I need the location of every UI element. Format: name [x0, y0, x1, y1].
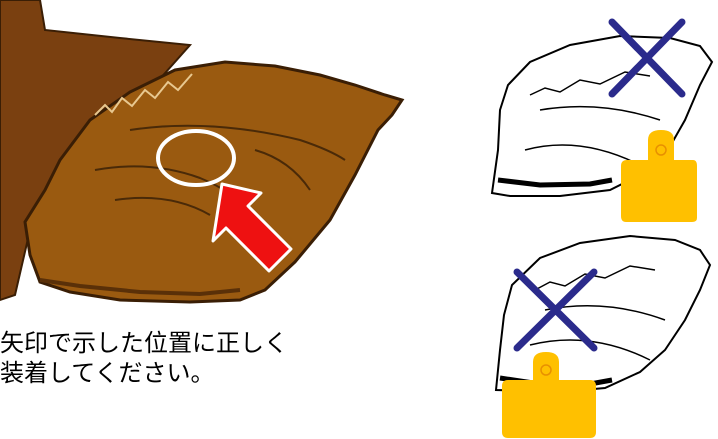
ear-ridge-4 — [254, 149, 311, 191]
ear-ridge-1 — [129, 124, 346, 161]
instruction-text: 矢印で示した位置に正しく 装着してください。 — [0, 328, 288, 388]
ear-ridge-3 — [114, 196, 211, 216]
main-ear-illustration — [0, 0, 405, 304]
instruction-line-1: 矢印で示した位置に正しく — [0, 329, 288, 357]
red-arrow — [211, 182, 293, 273]
ear-ridge — [524, 144, 641, 166]
ear-outline — [494, 234, 712, 394]
x-mark — [513, 268, 598, 352]
ear-tag-icon — [502, 352, 596, 438]
ear-inner-edge — [39, 278, 241, 297]
target-circle — [156, 129, 236, 187]
ear-ridge — [539, 105, 661, 121]
ear-fur-edge — [94, 73, 193, 116]
wrong-example-1 — [490, 18, 714, 222]
instruction-line-2: 装着してください。 — [0, 359, 215, 387]
ear-inner-edge — [497, 177, 613, 188]
x-mark — [608, 18, 686, 98]
ear-fur-detail — [534, 265, 656, 291]
ear-tag-icon — [621, 130, 697, 222]
ear-fur-detail — [529, 71, 651, 96]
wrong-example-2 — [494, 234, 712, 438]
